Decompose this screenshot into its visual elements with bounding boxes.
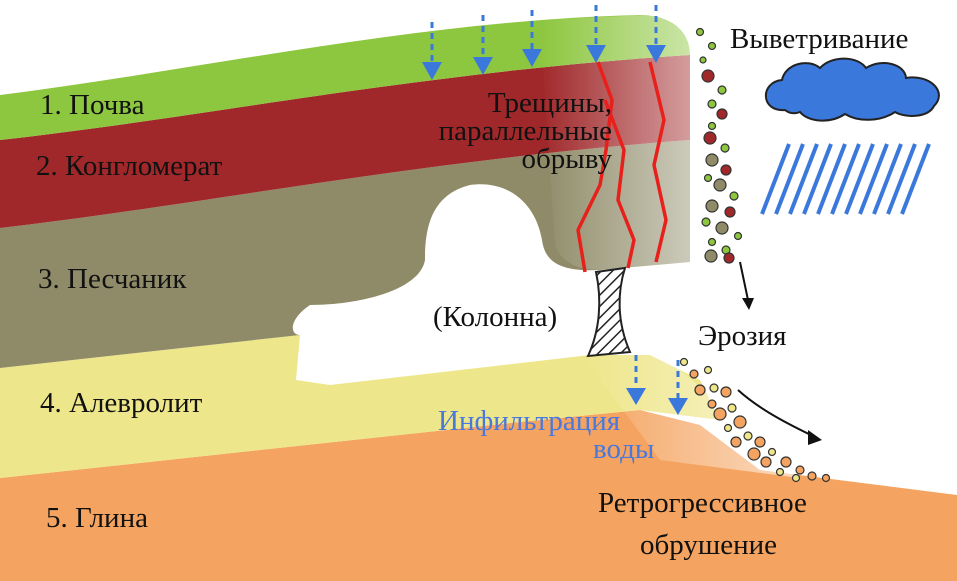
layer-label-siltstone: 4. Алевролит [40,387,203,419]
cloud-icon [764,57,940,122]
rain-icon [760,143,931,215]
surface-water-arrows [430,5,658,65]
layer-label-soil: 1. Почва [40,89,145,121]
crack-line [648,61,668,263]
crack-line [576,61,614,273]
column-label: (Колонна) [433,301,557,333]
infiltration-arrows [634,355,680,400]
layer-label-sandstone: 3. Песчаник [38,263,187,295]
crack-lines [576,61,668,273]
infiltration-label-line2: воды [593,433,654,465]
debris-particles [695,27,743,264]
collapse-debris-particles [679,357,831,483]
layer-label-clay: 5. Глина [46,502,148,534]
erosion-label: Эрозия [698,320,786,352]
layer-sandstone [0,140,690,368]
erosion-arrows [737,261,816,438]
layer-siltstone [0,335,720,478]
layer-soil [0,15,690,140]
rock-column [586,266,632,358]
surface-water-arrowheads [422,45,666,80]
collapse-label-line1: Ретрогрессивное [598,487,807,519]
layer-conglomerate [0,55,690,228]
cracks-label-line3: обрыву [522,143,613,175]
infiltration-label-line1: Инфильтрация [438,405,620,437]
cliff-face-fade-lower [580,352,800,478]
crack-line [603,99,636,269]
layer-label-conglomerate: 2. Конгломерат [36,150,223,182]
collapse-label-line2: обрушение [640,529,777,561]
cracks-label-line2: параллельные [439,115,612,147]
infiltration-arrowheads [626,388,688,415]
cracks-label-line1: Трещины, [488,87,612,119]
weathering-label: Выветривание [730,23,908,55]
